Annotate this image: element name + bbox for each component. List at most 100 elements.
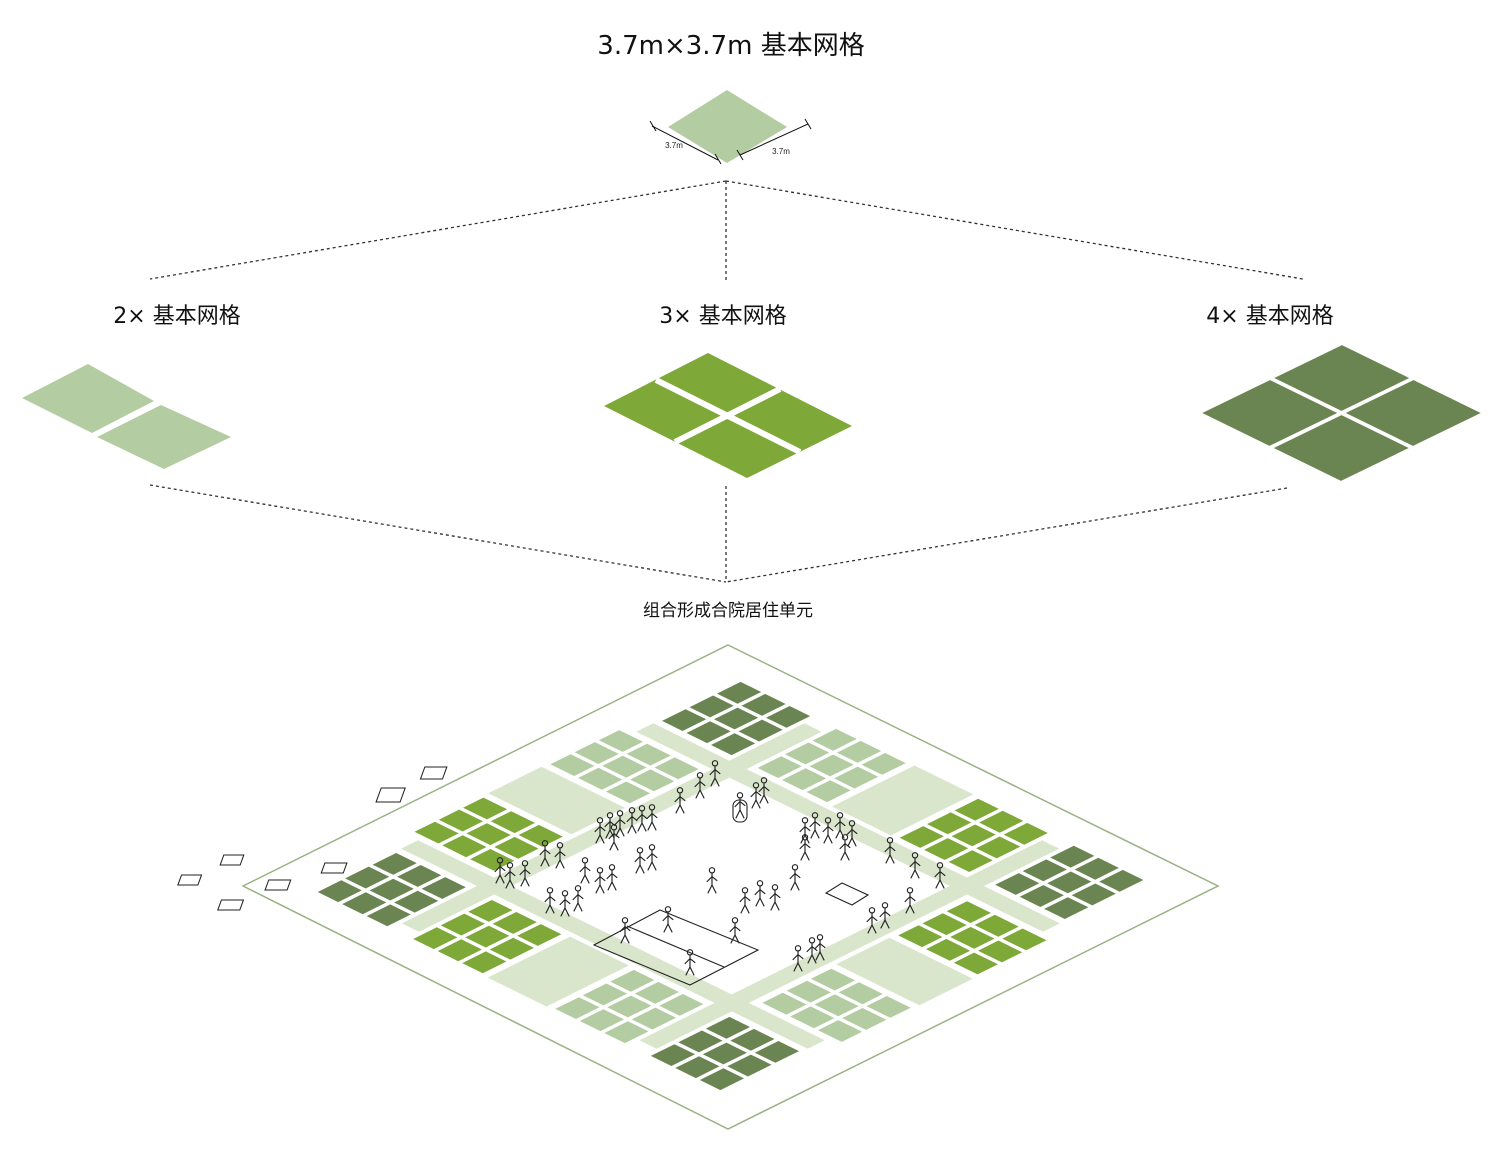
table-sketch [824,882,870,906]
person-head [686,949,694,956]
person-head [664,906,672,913]
grid-cell [421,877,466,899]
grid-cell [394,890,439,913]
person-body [634,853,646,874]
grid-cell [317,880,362,903]
grid-cell [814,994,859,1017]
grid-dividers [654,377,802,455]
person-body [822,823,834,844]
person-head [911,852,919,859]
person-head [616,810,624,817]
person-head [506,862,514,869]
person-body [559,896,571,917]
person-body [504,868,516,889]
table-sketch [217,899,245,911]
person-sketch [758,777,770,804]
grid-cell [466,823,511,846]
three-times-grid [604,353,852,478]
person-head [648,844,656,851]
person-sketch [559,890,571,917]
dimension-line [649,120,657,132]
person-sketch [604,812,616,839]
grid-cell [654,757,699,780]
label-three-times-grid: 3× 基本网格 [659,304,787,329]
sport-court [592,909,760,986]
person-head [561,890,569,897]
person-body [909,858,921,879]
person-head [574,885,582,892]
grid-cell [927,812,972,835]
grid-cell [550,754,595,776]
person-body [544,893,556,914]
person-head [801,834,809,841]
dimension-label-right: 3.7m [772,147,790,156]
base-grid-tile [649,90,812,165]
grid-cell [861,753,906,775]
person-head [906,887,914,894]
person-body [636,811,648,832]
person-head [760,777,768,784]
person-head [801,817,809,824]
person-body [769,890,781,911]
person-head [791,864,799,871]
grid-cell [442,835,487,858]
grid-cell [711,733,756,756]
person-head [596,817,604,824]
person-body [734,798,746,819]
grid-cell [1202,380,1338,446]
grid-cell [437,939,482,962]
grid-cell [1022,859,1067,882]
grid-cell [727,1054,772,1077]
person-body [626,813,638,834]
person-body [809,818,821,839]
grid-cell [604,1021,649,1044]
two-times-grid [22,364,231,469]
dimension-line [651,125,719,161]
grid-cell [689,695,734,718]
dimension-line [739,123,809,156]
person-head [771,884,779,891]
person-sketch [799,834,811,861]
person-body [604,818,616,839]
person-body [758,783,770,804]
grid-cell [488,766,625,835]
person-body [799,840,811,861]
dimension-label-left: 3.7m [665,141,683,150]
grid-cell [741,693,786,716]
person-sketch [846,820,858,847]
grid-cell [517,924,562,946]
person-head [886,837,894,844]
grid-cell [650,1044,695,1066]
grid-cell [757,756,802,778]
person-sketch [594,817,606,844]
grid-cell [782,768,827,791]
connector-line [725,180,1304,280]
grid-cell [1274,345,1410,411]
grid-cell [974,914,1019,937]
grid-cell [705,1016,750,1039]
grid-cell [518,824,563,847]
person-sketch [814,934,826,961]
person-sketch [879,902,891,929]
grid-cell [951,824,996,847]
grid-cell [413,927,458,950]
grid-cell [762,992,807,1015]
person-body [879,908,891,929]
grid-cell [490,811,535,834]
person-sketch [866,907,878,934]
grid-cell [699,1068,744,1091]
person-body [834,818,846,839]
grid-cell [659,994,704,1016]
dimension-line [804,118,812,130]
grid-cell [810,968,856,991]
person-body [579,863,591,884]
person-head [638,805,646,812]
barbecue-sketch [732,799,748,823]
grid-cell [440,913,485,936]
grid-divider [673,386,782,445]
grid-cell [369,878,414,901]
grid-cell [607,995,652,1018]
grid-cell [730,1028,775,1051]
